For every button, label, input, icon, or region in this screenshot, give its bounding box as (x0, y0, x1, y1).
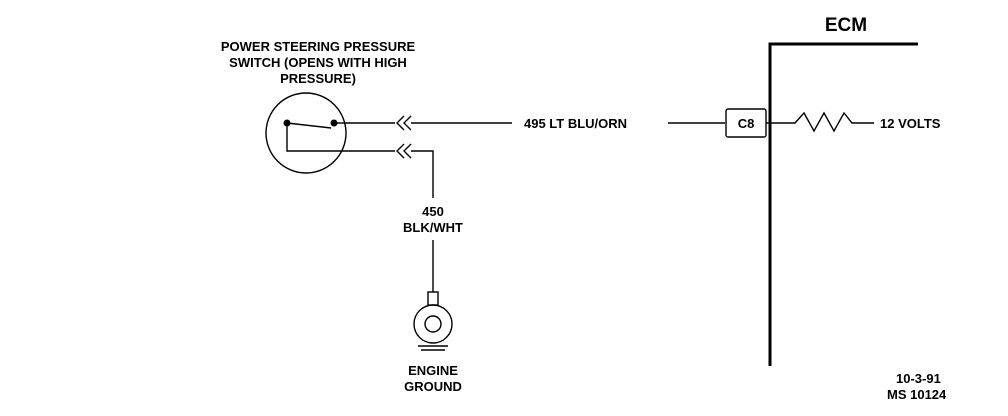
wire-450: 450 BLK/WHT (345, 143, 463, 292)
pressure-switch-symbol (265, 92, 347, 174)
ecm-box: ECM C8 12 VOLTS (725, 15, 941, 366)
wire-495-label: 495 LT BLU/ORN (524, 116, 627, 131)
engine-ground-symbol: ENGINE GROUND (404, 291, 462, 394)
pullup-resistor (786, 111, 874, 133)
ecm-title: ECM (825, 15, 867, 36)
wire-450-color: BLK/WHT (403, 220, 463, 235)
wire-450-number: 450 (422, 204, 444, 219)
switch-label-line-2: SWITCH (OPENS WITH HIGH (229, 55, 407, 70)
ground-label-line-1: ENGINE (408, 363, 458, 378)
wire-495: 495 LT BLU/ORN (345, 115, 725, 131)
switch-blade (286, 122, 332, 129)
footer-date: 10-3-91 (896, 371, 941, 386)
ground-label-line-2: GROUND (404, 379, 462, 394)
footer-code: MS 10124 (887, 387, 947, 402)
switch-label: POWER STEERING PRESSURE SWITCH (OPENS WI… (221, 39, 416, 86)
switch-label-line-1: POWER STEERING PRESSURE (221, 39, 416, 54)
switch-circle (265, 92, 347, 174)
switch-lower-lead (286, 123, 345, 152)
switch-label-line-3: PRESSURE) (280, 71, 356, 86)
pin-c8-label: C8 (738, 116, 755, 131)
voltage-label: 12 VOLTS (880, 116, 941, 131)
footer: 10-3-91 MS 10124 (887, 371, 947, 402)
